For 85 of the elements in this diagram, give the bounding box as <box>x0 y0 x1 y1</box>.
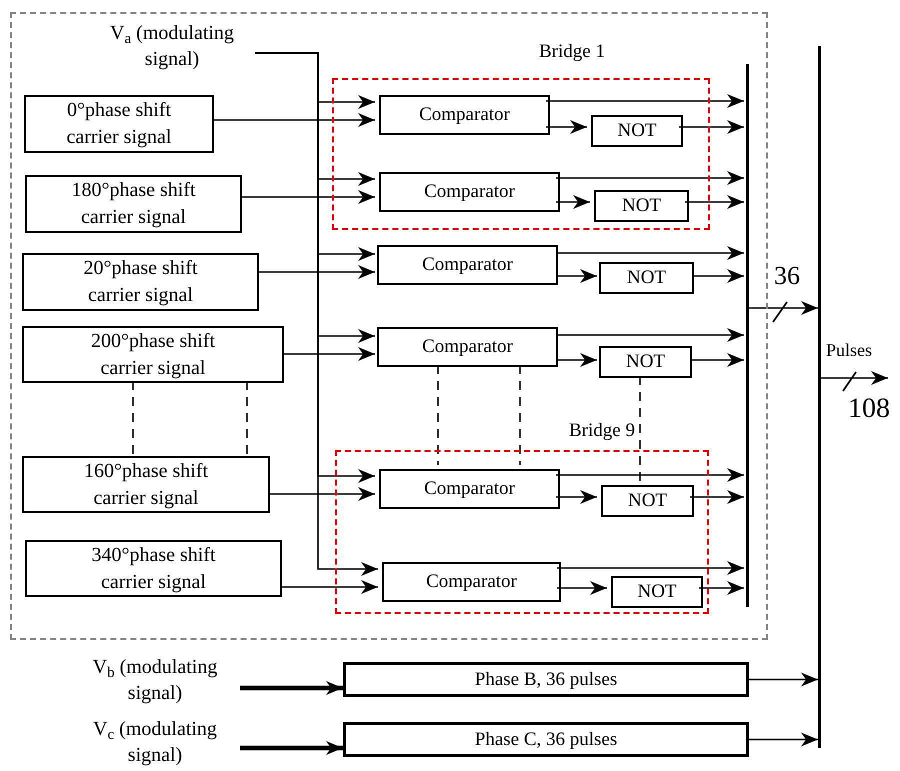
box-text: Phase B, 36 pulses <box>474 668 618 692</box>
arrow <box>749 732 818 746</box>
arrow <box>556 490 597 504</box>
group-label: Bridge 1 <box>539 40 605 64</box>
continuation-line <box>437 365 439 465</box>
arrow <box>679 120 744 134</box>
arrow <box>280 580 378 594</box>
arrow <box>240 681 343 695</box>
not-gate-box <box>599 262 694 294</box>
not-gate-box <box>601 485 694 517</box>
arrow <box>546 94 744 108</box>
continuation-line <box>132 381 134 454</box>
box-text: NOT <box>637 580 677 604</box>
carrier-signal-box <box>25 175 242 233</box>
box-text: NOT <box>622 194 662 218</box>
box-text: 0°phase shift carrier signal <box>66 98 172 150</box>
arrow <box>556 353 597 367</box>
signal-label: V$_{b}$ (modulating signal) <box>70 654 240 710</box>
arrow <box>699 581 744 595</box>
bus-bar <box>818 46 821 748</box>
arrow <box>257 265 375 279</box>
carrier-signal-box <box>22 326 284 383</box>
arrow <box>556 195 590 209</box>
continuation-line <box>246 381 248 454</box>
pulse-count-label: 108 <box>848 392 890 426</box>
box-text: NOT <box>628 489 668 513</box>
signal-label: V$_{c}$ (modulating signal) <box>70 716 240 770</box>
bus-bar <box>746 64 749 607</box>
arrow <box>685 195 744 209</box>
comparator-box <box>377 245 558 285</box>
comparator-box <box>379 95 550 135</box>
arrow <box>240 190 375 204</box>
group-label: Bridge 9 <box>569 419 635 443</box>
box-text: Comparator <box>422 253 513 277</box>
phase-block <box>343 722 749 757</box>
box-text: 20°phase shift carrier signal <box>82 256 199 308</box>
comparator-box <box>377 327 558 367</box>
arrow <box>556 328 744 342</box>
comparator-box <box>379 469 560 509</box>
arrow <box>690 353 744 367</box>
box-text: 340°phase shift carrier signal <box>90 542 217 594</box>
arrow <box>749 672 818 686</box>
box-text: Comparator <box>422 335 513 359</box>
continuation-line <box>639 376 641 481</box>
not-gate-box <box>599 346 692 378</box>
box-text: 160°phase shift carrier signal <box>82 458 210 510</box>
arrow <box>556 246 744 260</box>
arrow <box>268 487 375 501</box>
arrow <box>546 120 587 134</box>
box-text: 200°phase shift carrier signal <box>90 328 216 380</box>
dashed-group-frame <box>10 12 768 640</box>
carrier-signal-box <box>22 253 259 311</box>
box-text: 180°phase shift carrier signal <box>70 178 197 230</box>
arrow <box>690 490 744 504</box>
box-text: Comparator <box>424 477 515 501</box>
arrow <box>255 52 378 576</box>
arrow <box>692 269 744 283</box>
box-text: Phase C, 36 pulses <box>474 728 618 752</box>
not-gate-box <box>594 190 689 222</box>
box-text: NOT <box>626 350 666 374</box>
carrier-signal-box <box>24 95 214 153</box>
box-text: Comparator <box>424 180 515 204</box>
comparator-box <box>382 562 561 602</box>
arrow <box>557 561 744 575</box>
arrow <box>556 468 744 482</box>
edge-label: Pulses <box>826 340 872 362</box>
arrow <box>282 347 375 361</box>
arrow <box>556 171 744 185</box>
box-text: Comparator <box>419 103 510 127</box>
not-gate-box <box>591 115 683 147</box>
comparator-box <box>379 172 560 212</box>
arrow <box>240 741 343 755</box>
phase-block <box>343 662 749 697</box>
carrier-signal-box <box>22 456 270 513</box>
continuation-line <box>519 365 521 465</box>
not-gate-box <box>611 576 703 608</box>
arrow <box>212 113 375 127</box>
signal-label: V$_{a}$ (modulating signal) <box>87 20 257 74</box>
box-text: NOT <box>617 119 657 143</box>
arrow <box>556 269 597 283</box>
box-text: NOT <box>626 266 666 290</box>
edge-label: 36 <box>774 260 800 292</box>
box-text: Comparator <box>426 570 517 594</box>
carrier-signal-box <box>25 540 282 597</box>
arrow <box>557 581 607 595</box>
